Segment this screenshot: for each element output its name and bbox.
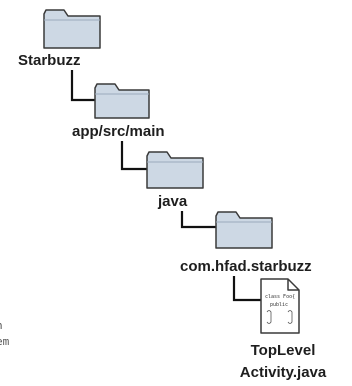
folder-icon <box>43 9 101 49</box>
tree-connector <box>232 276 264 302</box>
folder-icon <box>146 151 204 189</box>
file-icon-text-line: class Foo{ <box>265 294 295 300</box>
folder-icon <box>94 83 150 119</box>
file-icon-text-line: public <box>270 302 288 308</box>
cropped-margin-note: n em <box>0 319 10 348</box>
folder-label-com-hfad-starbuzz: com.hfad.starbuzz <box>180 258 312 275</box>
folder-icon <box>215 211 273 249</box>
folder-label-app-src-main: app/src/main <box>72 123 165 140</box>
folder-label-starbuzz: Starbuzz <box>18 52 81 69</box>
folder-label-java: java <box>158 193 188 210</box>
file-label-line2: Activity.java <box>239 364 327 381</box>
java-file-icon: class Foo{ public <box>260 278 300 334</box>
tree-connector <box>180 211 218 229</box>
file-label-toplevel-activity: TopLevel Activity.java <box>223 340 343 384</box>
tree-connector <box>70 70 96 102</box>
file-label-line1: TopLevel <box>250 342 316 359</box>
tree-connector <box>120 141 148 171</box>
